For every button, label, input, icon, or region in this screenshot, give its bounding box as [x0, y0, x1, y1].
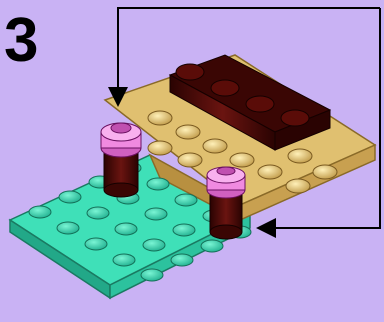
left-cone-piece: [101, 123, 141, 197]
right-cone-piece: [207, 167, 245, 239]
